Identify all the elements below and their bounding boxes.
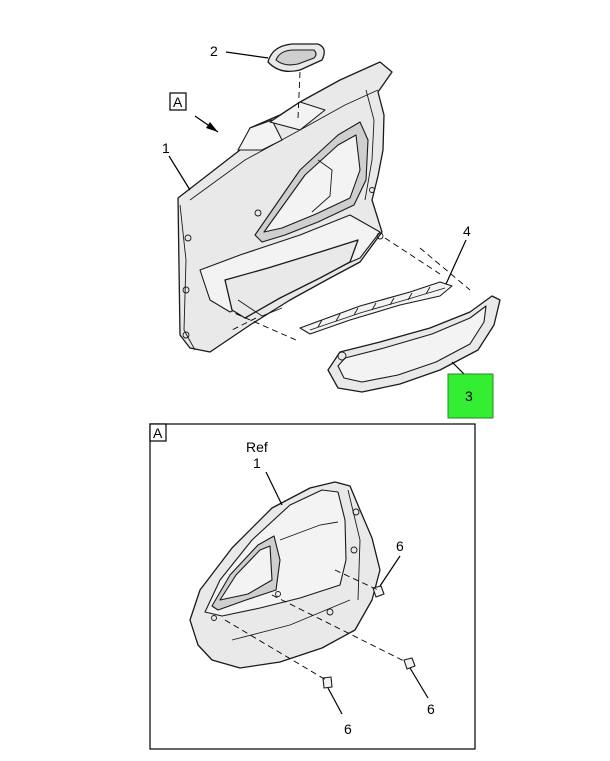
door-handle-cup bbox=[267, 43, 325, 73]
detail-view-a: A bbox=[149, 423, 476, 750]
callout-item-1: 1 bbox=[162, 140, 170, 156]
detail-clip-bottom-left bbox=[322, 676, 333, 689]
detail-callout-item-6-bottom-right: 6 bbox=[427, 701, 435, 717]
lower-door-trim-strip bbox=[327, 295, 501, 393]
detail-callout-item-6-bottom-left: 6 bbox=[344, 721, 352, 737]
callout-item-3: 3 bbox=[465, 388, 473, 404]
detail-ref-label: Ref bbox=[246, 439, 268, 455]
door-pocket-liner bbox=[299, 281, 453, 335]
door-trim-panel bbox=[177, 61, 393, 353]
svg-text:A: A bbox=[173, 94, 183, 110]
callout-item-2: 2 bbox=[210, 43, 218, 59]
detail-clip-bottom-right bbox=[403, 657, 416, 670]
detail-label: A bbox=[153, 425, 163, 441]
callout-item-4: 4 bbox=[463, 223, 471, 239]
callout-item-3-highlight[interactable]: 3 bbox=[447, 373, 494, 419]
detail-callout-item-1: 1 bbox=[253, 455, 261, 471]
detail-door-shell bbox=[189, 481, 381, 669]
detail-callout-item-6-top: 6 bbox=[396, 538, 404, 554]
view-a-marker: A bbox=[169, 92, 187, 111]
